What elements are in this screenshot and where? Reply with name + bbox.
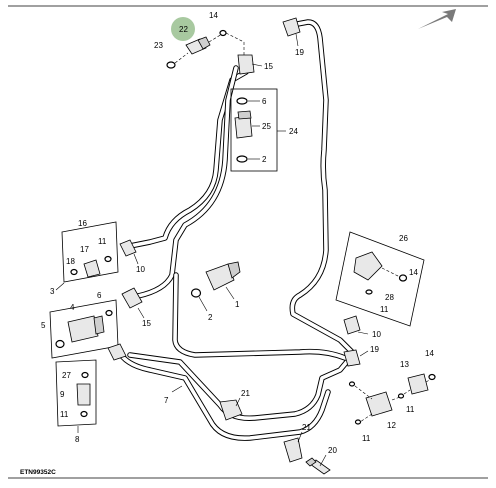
callout-17: 17 bbox=[80, 245, 89, 254]
callout-15: 15 bbox=[264, 62, 273, 71]
part-15-nut-top bbox=[237, 54, 255, 75]
callout-9: 9 bbox=[60, 390, 65, 399]
part-14-seal-top bbox=[219, 29, 227, 37]
group-8-box bbox=[55, 359, 97, 433]
callout-2: 2 bbox=[208, 313, 213, 322]
arrow-right-icon bbox=[418, 9, 456, 29]
callout-11: 11 bbox=[98, 237, 107, 246]
leader-lines bbox=[133, 33, 369, 467]
diagram-frame bbox=[8, 5, 488, 479]
part-2-seal-mid bbox=[190, 288, 202, 298]
callout-23: 23 bbox=[154, 41, 163, 50]
callout-2: 2 bbox=[262, 155, 267, 164]
part-21-clamp-lower bbox=[283, 437, 303, 463]
part-11-seals bbox=[348, 381, 405, 425]
callout-27: 27 bbox=[62, 371, 71, 380]
part-22-highlight bbox=[171, 17, 195, 41]
part-15-nut-left bbox=[121, 287, 143, 309]
part-20-bolt bbox=[305, 457, 331, 475]
part-19-nut-right bbox=[343, 349, 361, 367]
drawing-code: ETN99352C bbox=[20, 469, 56, 476]
callout-11: 11 bbox=[362, 434, 371, 443]
group-26-box bbox=[335, 231, 425, 327]
callout-11: 11 bbox=[60, 410, 69, 419]
callout-26: 26 bbox=[399, 234, 408, 243]
callout-11: 11 bbox=[406, 405, 415, 414]
callout-8: 8 bbox=[75, 435, 80, 444]
part-10-nut-right bbox=[343, 315, 361, 335]
part-22-adapter bbox=[185, 36, 211, 55]
callout-22: 22 bbox=[179, 25, 188, 34]
callout-1: 1 bbox=[235, 300, 240, 309]
group-16-box bbox=[55, 221, 119, 291]
callout-19: 19 bbox=[295, 48, 304, 57]
callout-6: 6 bbox=[262, 97, 267, 106]
callout-21: 21 bbox=[302, 423, 311, 432]
callout-11: 11 bbox=[380, 305, 389, 314]
callout-25: 25 bbox=[262, 122, 271, 131]
callout-14: 14 bbox=[425, 349, 434, 358]
callout-18: 18 bbox=[66, 257, 75, 266]
callout-5: 5 bbox=[41, 321, 46, 330]
part-19-nut-top bbox=[282, 17, 301, 37]
callout-21: 21 bbox=[241, 389, 250, 398]
callout-3: 3 bbox=[50, 287, 55, 296]
callout-13: 13 bbox=[400, 360, 409, 369]
callout-14: 14 bbox=[209, 11, 218, 20]
part-14-seal-right bbox=[428, 373, 436, 381]
callout-12: 12 bbox=[387, 421, 396, 430]
callout-4: 4 bbox=[70, 303, 75, 312]
callout-28: 28 bbox=[385, 293, 394, 302]
part-12-tee bbox=[365, 391, 393, 417]
group-5-box bbox=[49, 299, 119, 359]
callout-labels: 22 14 23 15 19 6 25 24 2 16 17 11 18 3 4… bbox=[41, 11, 434, 455]
part-13-fitting bbox=[407, 373, 429, 395]
callout-15: 15 bbox=[142, 319, 151, 328]
part-23-seal bbox=[166, 61, 176, 69]
callout-6: 6 bbox=[97, 291, 102, 300]
part-10-nut-left bbox=[119, 239, 137, 257]
callout-16: 16 bbox=[78, 219, 87, 228]
group-24-box bbox=[230, 88, 286, 172]
callout-7: 7 bbox=[164, 396, 169, 405]
main-tube-assembly bbox=[115, 19, 355, 441]
callout-20: 20 bbox=[328, 446, 337, 455]
part-7-nut bbox=[107, 343, 127, 361]
callout-10: 10 bbox=[136, 265, 145, 274]
callout-24: 24 bbox=[289, 127, 298, 136]
callout-10: 10 bbox=[372, 330, 381, 339]
part-1-fitting bbox=[205, 261, 241, 291]
callout-19: 19 bbox=[370, 345, 379, 354]
callout-14: 14 bbox=[409, 268, 418, 277]
